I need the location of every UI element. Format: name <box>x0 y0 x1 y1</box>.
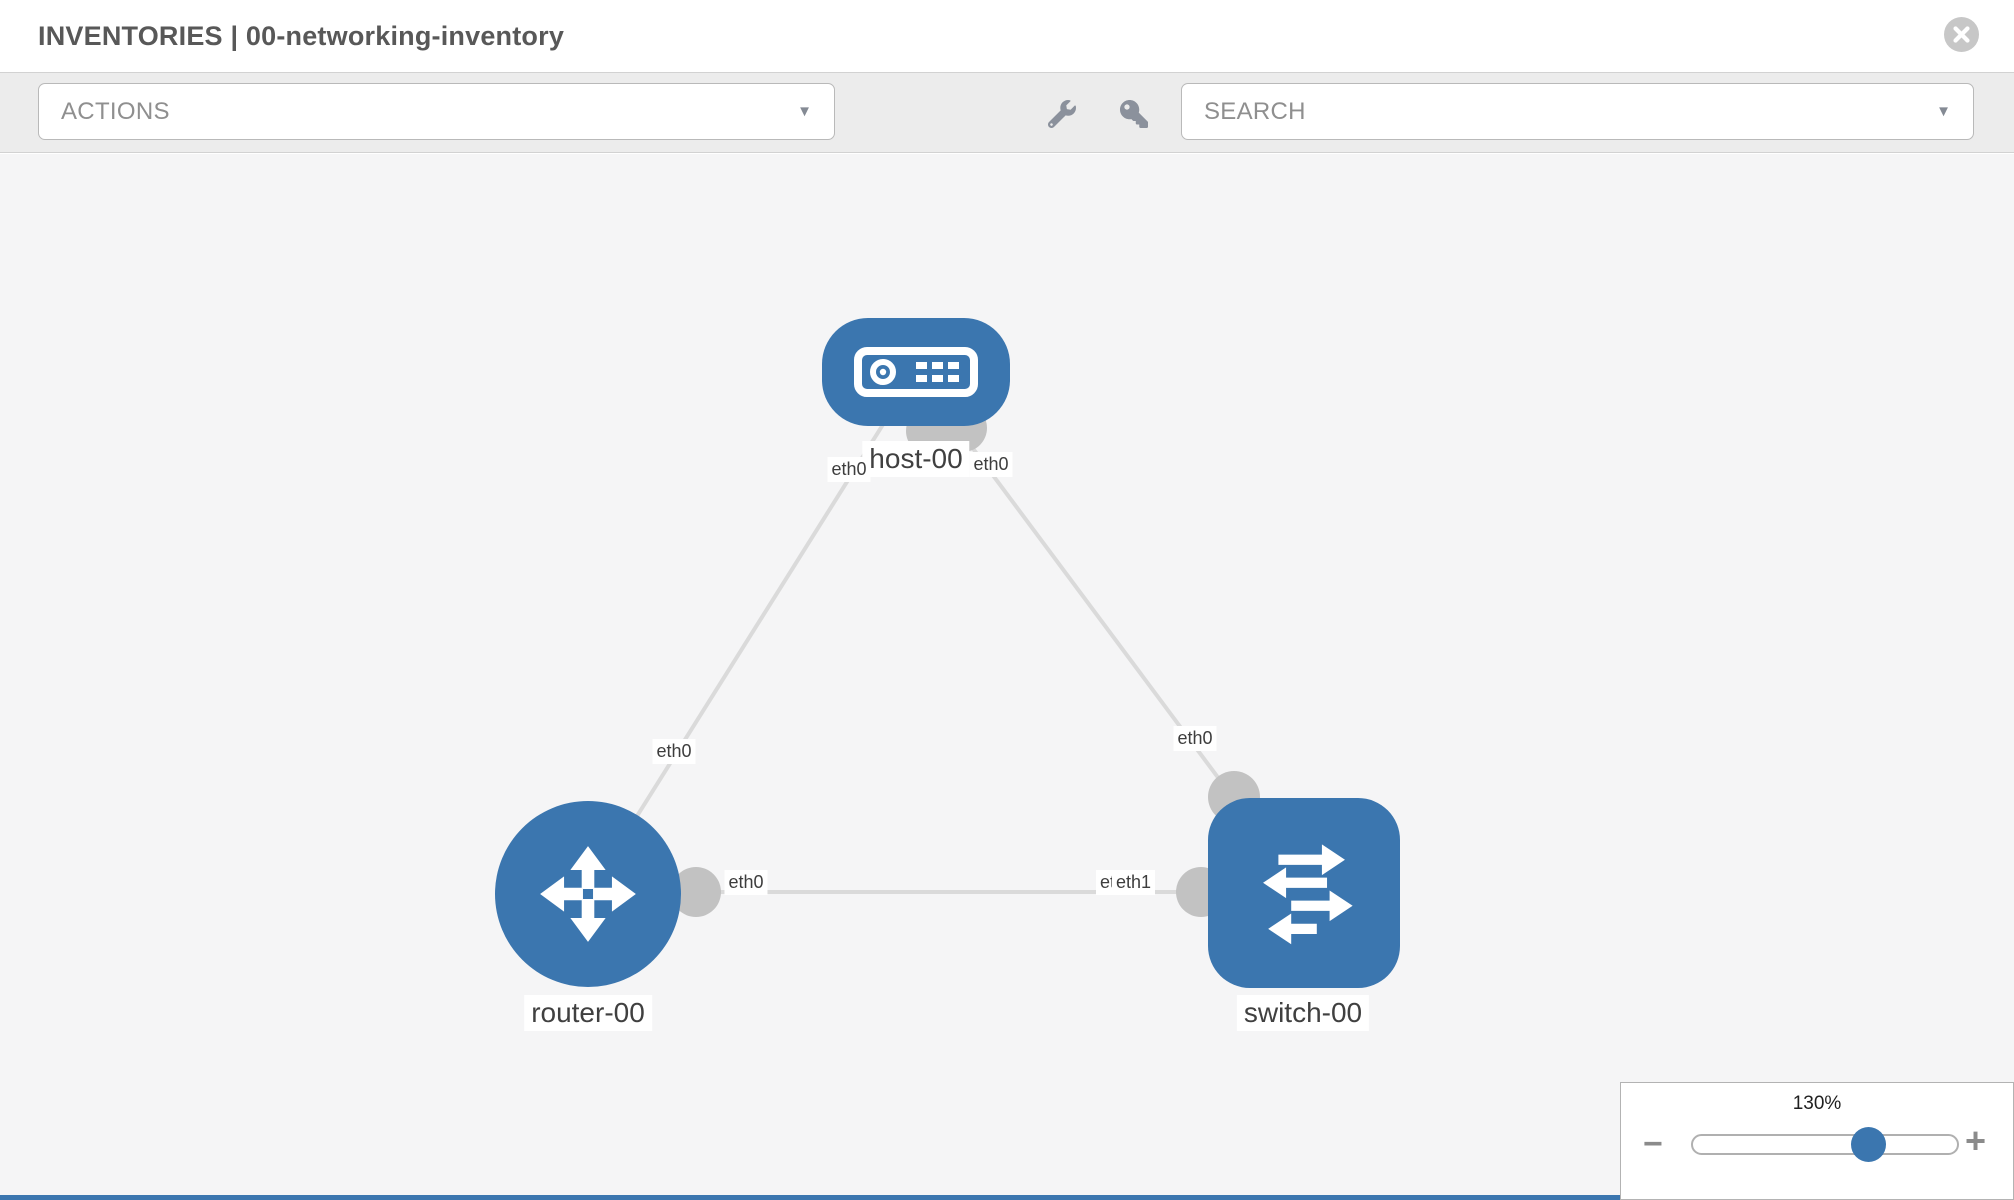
zoom-slider-track[interactable] <box>1691 1127 1959 1162</box>
close-button[interactable] <box>1944 17 1979 52</box>
wrench-icon <box>1048 100 1076 128</box>
node-host-00[interactable] <box>822 318 1010 426</box>
credentials-button[interactable] <box>1112 95 1156 133</box>
bottom-accent-bar <box>0 1195 1622 1200</box>
chevron-down-icon: ▼ <box>797 103 812 120</box>
header: INVENTORIES | 00-networking-inventory <box>0 0 2014 72</box>
close-icon <box>1953 26 1970 43</box>
zoom-level-value: 130% <box>1792 1093 1842 1114</box>
interface-label: eth0 <box>827 457 871 482</box>
actions-dropdown-label: ACTIONS <box>61 97 170 125</box>
interface-dots <box>671 404 1260 917</box>
zoom-slider-handle[interactable] <box>1851 1127 1886 1162</box>
topology-canvas[interactable]: host-00 router-00 switch-00 eth0 eth0 et… <box>0 154 2014 1200</box>
host-icon <box>854 347 978 397</box>
interface-label: eth0 <box>724 870 768 895</box>
page-title: INVENTORIES | 00-networking-inventory <box>38 21 565 51</box>
router-icon <box>540 846 636 942</box>
node-label-host: host-00 <box>862 441 970 477</box>
interface-label: eth0 <box>969 452 1013 477</box>
node-router-00[interactable] <box>495 801 681 987</box>
search-dropdown-label: SEARCH <box>1204 97 1306 125</box>
search-dropdown[interactable]: SEARCH ▼ <box>1181 83 1974 140</box>
tools-button[interactable] <box>1040 95 1084 133</box>
interface-label: eth0 <box>652 739 696 764</box>
node-switch-00[interactable] <box>1208 798 1400 988</box>
zoom-in-button[interactable]: + <box>1965 1120 1987 1161</box>
node-label-switch: switch-00 <box>1236 995 1370 1031</box>
zoom-out-button[interactable]: − <box>1643 1125 1663 1163</box>
zoom-panel: 130% − + <box>1620 1082 2014 1200</box>
interface-label: eth1 <box>1112 870 1156 895</box>
chevron-down-icon: ▼ <box>1936 103 1951 120</box>
node-label-router: router-00 <box>524 995 652 1031</box>
interface-label: eth0 <box>1173 726 1217 751</box>
links-layer <box>586 370 1306 917</box>
toolbar: ACTIONS ▼ SEARCH ▼ <box>0 72 2014 153</box>
key-icon <box>1120 100 1148 128</box>
actions-dropdown[interactable]: ACTIONS ▼ <box>38 83 835 140</box>
switch-icon <box>1263 844 1353 945</box>
